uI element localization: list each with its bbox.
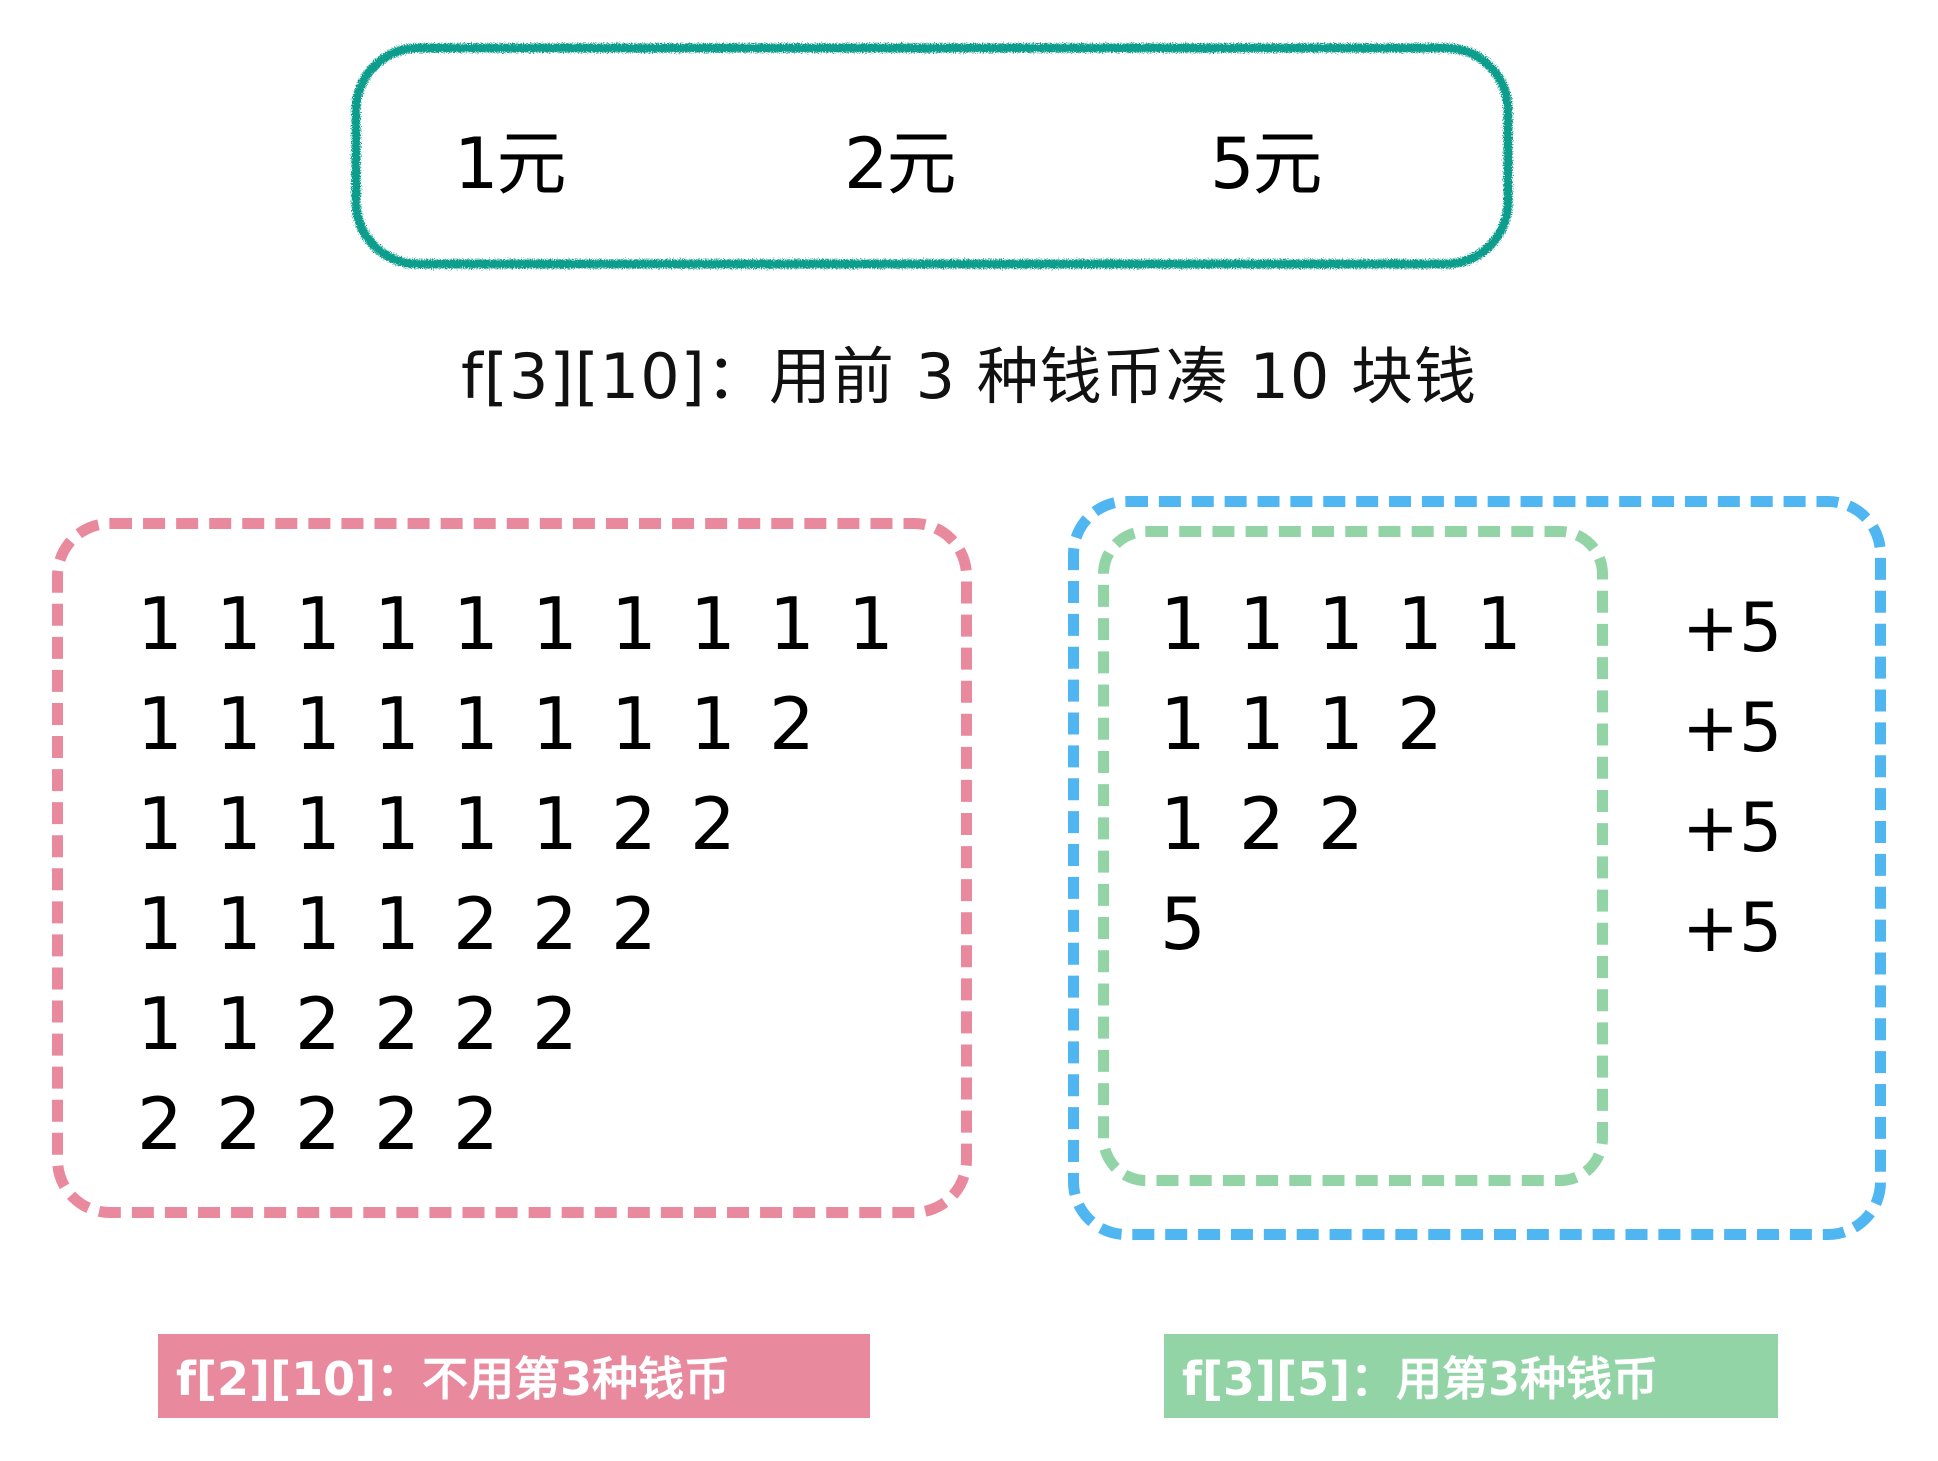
left-combination-cell: 2 (532, 882, 578, 966)
right-combination-cell: 5 (1160, 882, 1206, 966)
coin-label-5yuan: 5元 (1210, 123, 1323, 205)
left-combination-cell: 1 (137, 582, 183, 666)
left-combination-cell: 1 (216, 782, 262, 866)
right-combination-cell: 2 (1318, 782, 1364, 866)
left-combination-cell: 1 (216, 882, 262, 966)
left-combination-cell: 2 (374, 1082, 420, 1166)
coin-denomination-box: 1元 2元 5元 (348, 40, 1516, 272)
left-combination-cell: 1 (216, 682, 262, 766)
coin-labels-row: 1元 2元 5元 (348, 40, 1516, 272)
left-combination-cell: 2 (453, 1082, 499, 1166)
left-combination-cell: 2 (137, 1082, 183, 1166)
left-combination-cell: 1 (295, 782, 341, 866)
left-combination-cell: 2 (216, 1082, 262, 1166)
left-combination-cell: 1 (374, 582, 420, 666)
right-combination-cell: 2 (1397, 682, 1443, 766)
coin-box-rough-border (351, 43, 1513, 269)
left-combination-cell: 1 (295, 882, 341, 966)
coin-label-2yuan: 2元 (844, 123, 957, 205)
left-combination-cell: 2 (611, 882, 657, 966)
left-combination-cell: 1 (769, 582, 815, 666)
right-inner-panel (1098, 526, 1608, 1186)
right-combination-cell: 1 (1318, 582, 1364, 666)
addend-value: +5 (1682, 789, 1783, 868)
right-outer-panel (1068, 496, 1886, 1240)
left-combination-cell: 1 (532, 782, 578, 866)
left-combination-cell: 1 (216, 582, 262, 666)
left-combination-cell: 1 (374, 882, 420, 966)
right-combination-cell: 1 (1397, 582, 1443, 666)
left-combination-cell: 1 (690, 682, 736, 766)
left-combination-cell: 1 (137, 882, 183, 966)
right-combination-cell: 1 (1318, 682, 1364, 766)
right-combination-row: 5 (1160, 888, 1555, 974)
left-combination-cell: 1 (690, 582, 736, 666)
left-combination-panel (52, 518, 972, 1218)
left-combination-cell: 1 (295, 582, 341, 666)
right-combination-cell: 2 (1239, 782, 1285, 866)
left-combination-cell: 2 (611, 782, 657, 866)
right-combination-cell: 1 (1239, 582, 1285, 666)
right-combination-cell: 1 (1160, 582, 1206, 666)
left-combination-cell: 1 (374, 682, 420, 766)
left-combination-cell: 2 (769, 682, 815, 766)
left-combination-cell: 2 (453, 882, 499, 966)
addend-value: +5 (1682, 889, 1783, 968)
right-combination-cell: 1 (1476, 582, 1522, 666)
left-combination-cell: 1 (295, 682, 341, 766)
left-combination-cell: 1 (453, 682, 499, 766)
left-combination-cell: 1 (453, 782, 499, 866)
left-combination-cell: 1 (137, 782, 183, 866)
addend-column: +5 +5 +5 +5 (1682, 586, 1782, 986)
left-combination-cell: 2 (295, 982, 341, 1066)
left-combination-cell: 1 (611, 582, 657, 666)
left-combination-cell: 2 (374, 982, 420, 1066)
addend-value: +5 (1682, 689, 1783, 768)
left-combination-cell: 1 (532, 682, 578, 766)
left-combination-cell: 1 (137, 982, 183, 1066)
coin-label-1yuan: 1元 (454, 123, 567, 205)
left-combination-cell: 1 (848, 582, 894, 666)
page-title: f[3][10]：用前 3 种钱币凑 10 块钱 (460, 340, 1478, 413)
left-combination-cell: 2 (453, 982, 499, 1066)
left-combination-cell: 1 (216, 982, 262, 1066)
left-combination-cell: 1 (532, 582, 578, 666)
right-combination-cell: 1 (1239, 682, 1285, 766)
left-combination-cell: 1 (374, 782, 420, 866)
right-combination-cell: 1 (1160, 782, 1206, 866)
left-combination-cell: 1 (611, 682, 657, 766)
left-combination-cell: 2 (295, 1082, 341, 1166)
left-combination-cell: 1 (453, 582, 499, 666)
left-combination-cell: 1 (137, 682, 183, 766)
addend-value: +5 (1682, 589, 1783, 668)
right-panel-caption: f[3][5]：用第3种钱币 (1164, 1334, 1778, 1418)
left-panel-caption: f[2][10]：不用第3种钱币 (158, 1334, 870, 1418)
left-combination-cell: 2 (532, 982, 578, 1066)
right-combination-cell: 1 (1160, 682, 1206, 766)
left-combination-cell: 2 (690, 782, 736, 866)
